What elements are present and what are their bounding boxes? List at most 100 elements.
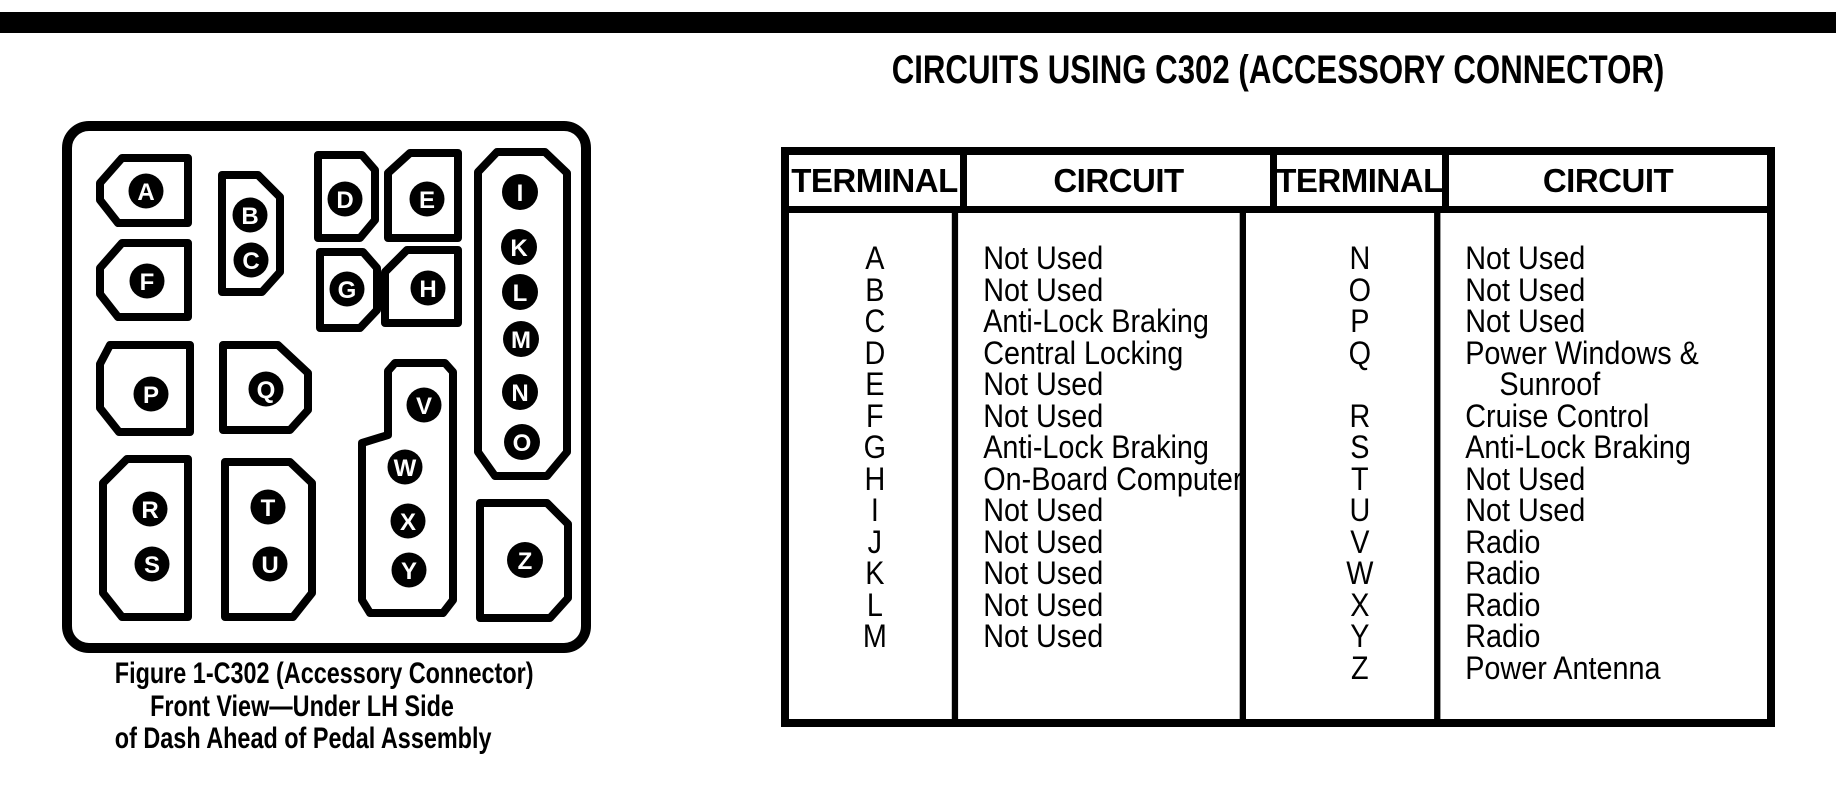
cavity-rs — [99, 455, 192, 621]
pin-c — [233, 242, 269, 278]
terminal-cell: Y — [1350, 618, 1370, 654]
cavity-h — [381, 246, 462, 327]
pin-g-label: G — [338, 277, 357, 304]
terminal-cell: T — [1351, 460, 1369, 497]
circuit-cell: Not Used — [983, 397, 1104, 434]
circuit-cell: Not Used — [1465, 303, 1586, 339]
header-terminal-left: TERMINAL — [789, 155, 967, 213]
terminal-cell: L — [866, 586, 883, 623]
figure-caption-line: Figure 1-C302 (Accessory Connector) — [114, 657, 534, 690]
circuit-cell: Anti-Lock Braking — [983, 429, 1209, 465]
pin-t — [250, 489, 286, 525]
right-circuit-column: Not Used Not Used Not Used Power Windows… — [1449, 213, 1735, 719]
figure-caption-line: of Dash Ahead of Pedal Assembly — [114, 722, 492, 755]
terminal-i: I — [502, 174, 538, 210]
pin-s — [134, 546, 170, 582]
pin-s-label: S — [144, 552, 160, 579]
pin-x — [390, 503, 426, 539]
terminal-cell: M — [862, 618, 887, 654]
terminal-p: P — [133, 376, 169, 412]
terminal-o: O — [504, 424, 540, 460]
pin-u — [252, 546, 288, 582]
pin-i-label: I — [517, 180, 524, 207]
terminal-cell: R — [1349, 397, 1371, 434]
cavity-e — [384, 149, 462, 242]
pin-z — [507, 542, 543, 578]
cavity-f — [96, 239, 192, 321]
pin-n-label: N — [511, 380, 528, 407]
pin-h — [410, 270, 446, 306]
terminal-a: A — [128, 173, 164, 209]
terminal-cell: E — [865, 366, 885, 402]
pin-a-label: A — [137, 179, 154, 206]
terminal-cell: G — [863, 429, 887, 465]
pin-v — [406, 387, 442, 423]
pin-m-label: M — [511, 327, 531, 354]
circuit-cell: Not Used — [1465, 492, 1586, 528]
terminal-h: H — [410, 270, 446, 306]
header-circuit-left: CIRCUIT — [967, 155, 1277, 213]
circuit-cell: Sunroof — [1499, 366, 1601, 402]
circuit-cell: Not Used — [983, 523, 1104, 560]
pin-c-label: C — [242, 248, 259, 275]
circuit-cell: Power Windows & — [1465, 334, 1699, 371]
terminal-v: V — [406, 387, 442, 423]
terminal-l: L — [502, 274, 538, 310]
cavity-q — [219, 341, 312, 434]
pin-i — [502, 174, 538, 210]
circuit-cell: Not Used — [983, 555, 1104, 591]
pin-o-label: O — [513, 430, 532, 457]
cavity-z — [476, 499, 572, 622]
circuits-table: TERMINAL CIRCUIT TERMINAL CIRCUIT A B C … — [781, 147, 1775, 727]
circuit-cell: Radio — [1465, 555, 1541, 591]
figure-caption-line: Front View—Under LH Side — [150, 689, 454, 723]
right-terminal-column: N O P Q R S T U V W X Y Z — [1286, 213, 1441, 719]
terminal-c: C — [233, 242, 269, 278]
terminal-cell: W — [1346, 555, 1374, 591]
circuit-cell: Not Used — [1465, 460, 1586, 497]
cavity-p — [96, 341, 194, 436]
pin-e-label: E — [419, 187, 435, 214]
pin-k — [501, 229, 537, 265]
terminal-cell: S — [1350, 429, 1370, 465]
cavity-tu — [221, 458, 316, 621]
pin-w-label: W — [394, 455, 417, 482]
terminal-u: U — [252, 546, 288, 582]
terminal-cell — [1286, 369, 1435, 401]
circuit-cell: Not Used — [983, 366, 1104, 402]
terminal-q: Q — [248, 371, 284, 407]
terminal-f: F — [129, 263, 165, 299]
pin-q-label: Q — [257, 377, 276, 404]
circuit-cell: Power Antenna — [1465, 649, 1661, 686]
terminal-w: W — [387, 449, 423, 485]
terminal-cell: O — [1348, 271, 1372, 308]
terminal-s: S — [134, 546, 170, 582]
pin-n — [502, 374, 538, 410]
terminal-cell: A — [865, 240, 885, 276]
terminal-cell: P — [1350, 303, 1370, 339]
terminal-cell: N — [1349, 240, 1371, 276]
terminal-e: E — [409, 181, 445, 217]
circuit-cell: Not Used — [1465, 271, 1586, 308]
terminal-y: Y — [391, 552, 427, 588]
circuit-cell: Not Used — [983, 586, 1104, 623]
pin-r-label: R — [141, 497, 158, 524]
pin-t-label: T — [261, 495, 276, 522]
terminal-g: G — [329, 271, 365, 307]
page-top-rule — [0, 12, 1836, 33]
pin-k-label: K — [510, 235, 528, 262]
terminal-x: X — [390, 503, 426, 539]
pin-h-label: H — [419, 276, 436, 303]
circuit-cell: Radio — [1465, 618, 1541, 654]
pin-r — [132, 491, 168, 527]
pin-v-label: V — [416, 393, 432, 420]
pin-y — [391, 552, 427, 588]
terminal-b: B — [232, 197, 268, 233]
pin-l-label: L — [513, 280, 528, 307]
figure-caption: Figure 1-C302 (Accessory Connector) Fron… — [114, 657, 534, 756]
terminal-t: T — [250, 489, 286, 525]
pin-z-label: Z — [518, 548, 533, 575]
terminal-cell: K — [865, 555, 885, 591]
cavity-a — [96, 154, 192, 227]
cavity-iklmno — [474, 148, 571, 480]
